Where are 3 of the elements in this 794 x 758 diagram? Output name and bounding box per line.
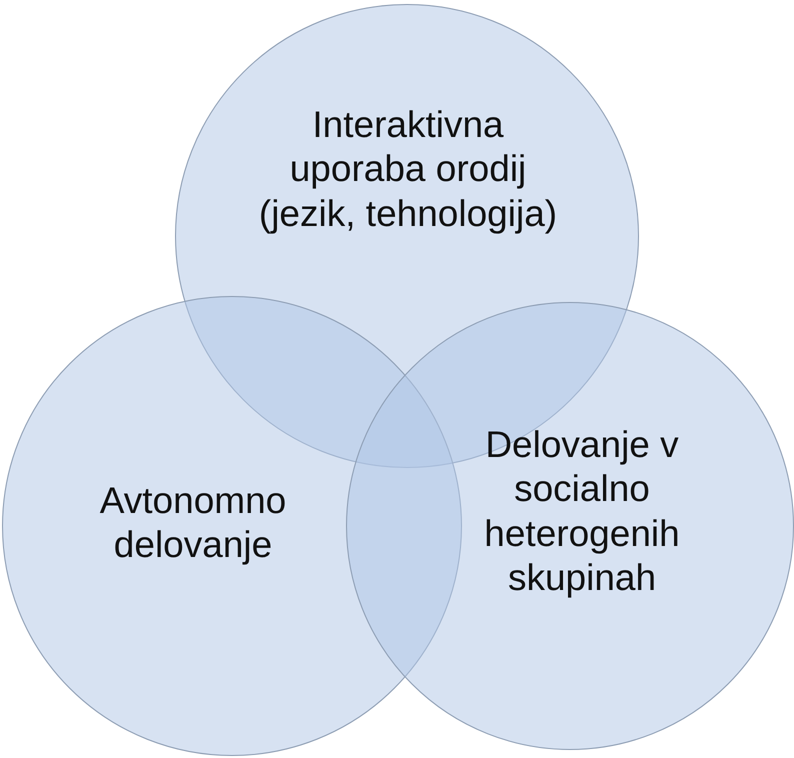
circle-label: Interaktivna uporaba orodij (jezik, tehnologija) xyxy=(258,103,558,236)
circle-label: Avtonomno delovanje xyxy=(98,479,288,568)
circle-label: Delovanje v socialno heterogenih skupinah xyxy=(483,423,681,600)
